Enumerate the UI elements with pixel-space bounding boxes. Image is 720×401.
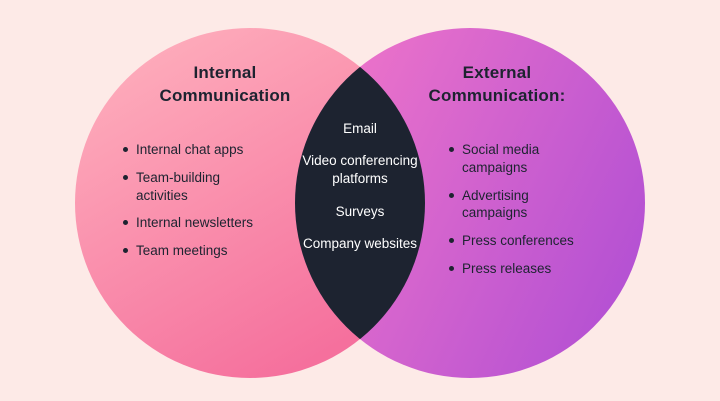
- external-items-list: Social media campaigns Advertising campa…: [448, 141, 580, 288]
- list-item: Press conferences: [448, 232, 580, 250]
- list-item: Internal chat apps: [122, 141, 274, 159]
- overlap-item: Email: [343, 121, 377, 136]
- list-item: Team meetings: [122, 242, 274, 260]
- list-item: Social media campaigns: [448, 141, 580, 177]
- overlap-item: Surveys: [335, 203, 385, 219]
- internal-items-list: Internal chat apps Team-building activit…: [122, 141, 274, 270]
- overlap-items-list: Email Video conferencing platforms Surve…: [290, 120, 430, 267]
- external-title: External Communication:: [428, 63, 566, 105]
- overlap-item: Video conferencing platforms: [302, 153, 418, 187]
- list-item: Advertising campaigns: [448, 187, 580, 223]
- overlap-item: Company websites: [302, 235, 418, 251]
- list-item: Internal newsletters: [122, 214, 274, 232]
- internal-title: Internal Communication: [159, 63, 291, 105]
- list-item: Team-building activities: [122, 169, 274, 205]
- list-item: Press releases: [448, 260, 580, 278]
